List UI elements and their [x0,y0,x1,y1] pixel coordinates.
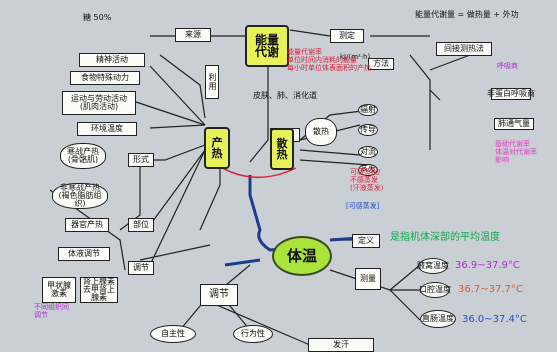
top-partial-label: 糖 50% [83,13,112,22]
behavioral-box: 行为性 [233,325,273,343]
heat-dissipation-node[interactable]: 散 热 [270,128,294,170]
dissipation-group: 散热 [305,118,337,146]
heat-production-node[interactable]: 产 热 [204,127,230,169]
autonomic-box: 自主性 [150,325,196,343]
body-temperature-node[interactable]: 体温 [272,236,332,276]
part-thyroid: 甲状腺 激素 [42,277,76,303]
energy-notes: 能量代谢率 单位时间内消耗的能量 每小时单位体表面积的产热 [287,48,371,73]
method-label: 方法 [368,58,394,70]
site-oral: 口腔温度 [419,282,451,298]
factor-exercise: 运动与劳动活动 (肌肉活动) [62,91,136,115]
regulate-label: 调节 [128,261,154,275]
range-axillary: 36.9~37.9°C [455,260,520,271]
energy-metabolism-node[interactable]: 能量 代谢 [245,25,289,67]
heat-form-nonshivering: 非寒战产热 (褐色脂肪组织) [52,183,108,209]
measure-label: 测定 [330,29,364,43]
sweat-note: 可感蒸发/ 不感蒸发 (汗液蒸发) [350,168,384,193]
red-note: [可感蒸发] [346,202,380,210]
factor-mental: 精神活动 [79,53,145,67]
way-radiation: 辐射 [358,104,378,116]
skin-heading: 皮肤、肺、消化道 [253,91,317,100]
form-label: 形式 [128,153,154,167]
part-adrenal: 肾上腺素 去甲肾上腺素 [80,277,118,303]
right-item-np: 非蛋白呼吸商 [487,88,535,100]
use-label: 利用 [205,65,219,99]
organ-heat-box: 器官产热 [65,218,109,232]
definition-text: 是指机体深部的平均温度 [390,232,500,243]
body-regulation-box: 体液调节 [58,247,110,261]
factor-environment: 环境温度 [77,122,137,136]
right-items: 呼吸商 [497,62,518,70]
indirect-method-box: 间接测热法 [436,42,492,56]
heat-form-shivering: 寒战产热 (骨骼肌) [60,143,106,169]
range-rectal: 36.0~37.4°C [462,314,527,325]
way-conduction: 传导 [358,124,378,136]
site-rectal: 直肠温度 [420,310,456,328]
way-evaporation: 蒸发 [358,164,378,176]
unit-text: kJ/(m²·h) [340,53,371,61]
site-axillary: 腋窝温度 [417,258,449,274]
definition-label: 定义 [352,234,380,248]
measurement-label: 测量 [355,268,381,290]
purple-note: 不同组织间 调节 [34,303,69,320]
sweat-label: 发汗 [308,338,374,352]
equation-text: 能量代谢量 = 做热量 + 外功 [415,10,519,19]
regulation-node: 调节 [200,284,238,306]
factor-food: 食物特殊动力 [70,71,140,85]
source-label: 来源 [175,28,211,42]
site-label: 部位 [128,218,154,232]
right-item-vent: 肺通气量 [494,118,534,130]
range-oral: 36.7~37.7°C [458,284,523,295]
green-notes: 基础代谢率 体温对代谢率 影响 [495,140,537,165]
way-convection: 对流 [358,146,378,158]
